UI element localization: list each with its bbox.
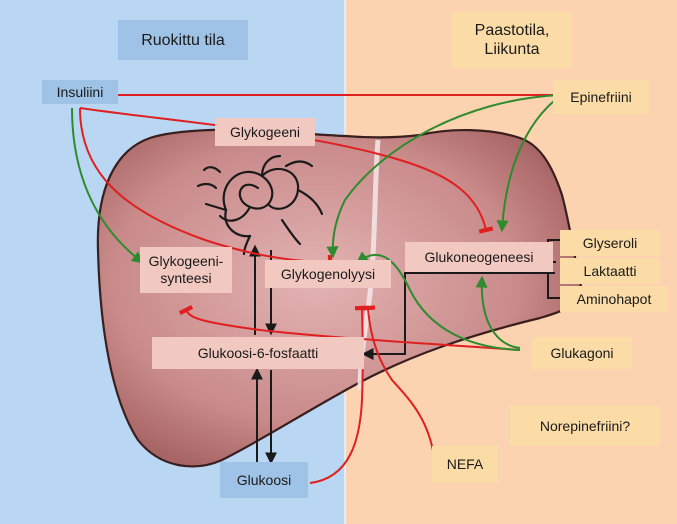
glycogen-synthesis-label: Glykogeeni- synteesi [140, 247, 232, 293]
gluconeogenesis-label: Glukoneogeneesi [405, 242, 553, 272]
fed-state-title: Ruokittu tila [118, 20, 248, 60]
lactate-label: Laktaatti [560, 258, 660, 284]
nefa-label: NEFA [432, 446, 498, 482]
glycogen-label: Glykogeeni [215, 118, 315, 146]
glucose-label: Glukoosi [220, 462, 308, 498]
glycerol-label: Glyseroli [560, 230, 660, 256]
norepinephrine-label: Norepinefriini? [510, 406, 660, 446]
insulin-label: Insuliini [42, 80, 118, 104]
epinephrine-label: Epinefriini [553, 80, 649, 114]
amino-acids-label: Aminohapot [560, 286, 668, 312]
fasting-state-title: Paastotila, Liikunta [452, 12, 572, 68]
glucagon-label: Glukagoni [532, 337, 632, 369]
glucose-6-phosphate-label: Glukoosi-6-fosfaatti [152, 337, 364, 369]
glycogenolysis-label: Glykogenolyysi [265, 260, 391, 288]
